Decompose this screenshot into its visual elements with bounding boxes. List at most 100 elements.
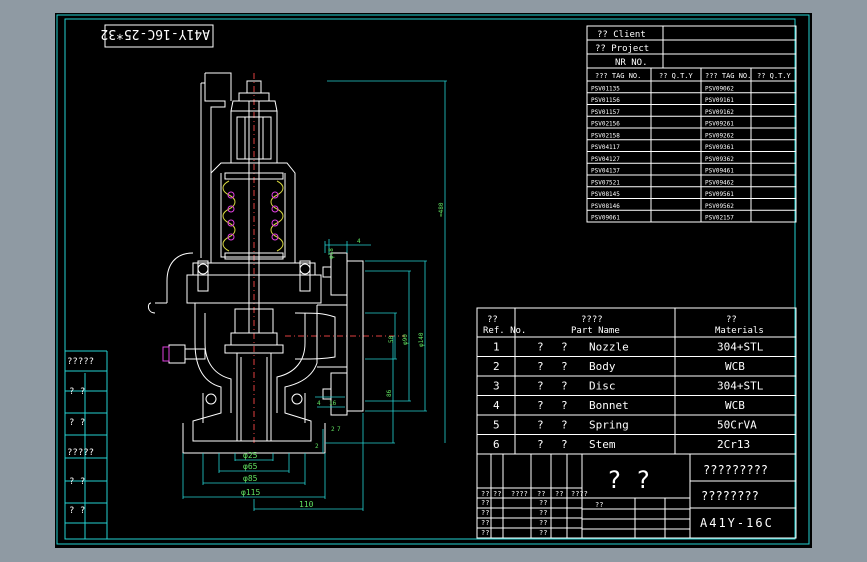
parts-q1: ?: [537, 380, 544, 393]
dim-l2: 2: [315, 443, 319, 450]
tag-header-3: ?? Q.T.Y: [757, 72, 792, 80]
dim-d90: φ90: [402, 334, 409, 345]
tag-left: PSV02156: [591, 121, 620, 128]
tag-table: ?? Client ?? Project NR NO. ??? TAG NO. …: [586, 25, 797, 223]
title-small-cell: ??: [537, 490, 545, 498]
drawing-svg: ????? ? ? ? ? ????? ? ? ? ? A41Y-16C-25*…: [56, 14, 810, 545]
tag-right: PSV09561: [705, 191, 734, 198]
inner-frame: [64, 18, 796, 540]
left-strip-3: ?????: [67, 448, 94, 458]
valve-drawing: [147, 72, 405, 454]
parts-ref: 1: [493, 341, 500, 354]
tag-right: PSV09462: [705, 179, 734, 186]
title-small-cell: ??: [493, 490, 501, 498]
title-model: A41Y-16C: [700, 516, 774, 530]
parts-material: WCB: [725, 360, 745, 373]
parts-ref: 5: [493, 419, 500, 432]
title-small-cell: ??: [539, 499, 547, 507]
title-small-cell: ??: [481, 529, 489, 537]
title-small-cell: ??: [481, 519, 489, 527]
title-big-mark: ? ?: [607, 466, 650, 494]
outer-frame: [56, 14, 810, 545]
tag-left: PSV02158: [591, 132, 620, 139]
header-client: ?? Client: [597, 30, 646, 40]
tag-right: PSV09262: [705, 132, 734, 139]
tag-left: PSV07521: [591, 179, 620, 186]
tag-left: PSV04117: [591, 144, 620, 151]
dim-h480: ≈480: [438, 202, 445, 217]
tag-right: PSV09062: [705, 85, 734, 92]
tag-right: PSV09461: [705, 168, 734, 175]
dim-d65: φ65: [243, 462, 258, 471]
title-small-cell: ??: [595, 501, 603, 509]
dim-d18: φ18: [328, 248, 335, 259]
parts-name: Spring: [589, 419, 629, 432]
parts-q2: ?: [561, 380, 568, 393]
parts-ref: 2: [493, 360, 500, 373]
title-small-cell: ??: [555, 490, 563, 498]
tag-right: PSV09361: [705, 144, 734, 151]
tag-right: PSV09162: [705, 109, 734, 116]
rotated-model-label: A41Y-16C-25*32: [100, 24, 214, 48]
tag-right: PSV09161: [705, 97, 734, 104]
parts-q1: ?: [537, 360, 544, 373]
tag-header-1: ?? Q.T.Y: [659, 72, 694, 80]
left-strip: ????? ? ? ? ? ????? ? ? ? ?: [65, 350, 108, 539]
parts-ref: 3: [493, 380, 500, 393]
dim-l4: 4: [317, 400, 321, 407]
dim-d50: 50: [388, 335, 395, 343]
title-small-cell: ??: [539, 509, 547, 517]
parts-head-name-2: Part Name: [571, 326, 620, 336]
parts-material: WCB: [725, 399, 745, 412]
left-strip-2: ? ?: [69, 418, 85, 428]
parts-q2: ?: [561, 399, 568, 412]
tag-right: PSV09261: [705, 121, 734, 128]
title-small-cell: ??: [481, 509, 489, 517]
title-small-cell: ????: [571, 490, 588, 498]
parts-name: Body: [589, 360, 616, 373]
parts-head-ref-1: ??: [487, 315, 498, 325]
parts-q2: ?: [561, 360, 568, 373]
tag-left: PSV04127: [591, 156, 620, 163]
parts-name: Disc: [589, 380, 616, 393]
title-small-cell: ??: [481, 490, 489, 498]
parts-q2: ?: [561, 341, 568, 354]
title-small-cell: ??: [539, 519, 547, 527]
title-small-cell: ??: [481, 499, 489, 507]
parts-ref: 4: [493, 399, 500, 412]
title-company: ?????????: [703, 463, 768, 477]
parts-table: ?? Ref. No. ???? Part Name ?? Materials …: [476, 307, 797, 455]
header-project: ?? Project: [595, 44, 649, 54]
tag-left: PSV01157: [591, 109, 620, 116]
left-strip-5: ? ?: [69, 506, 85, 516]
parts-head-ref-2: Ref. No.: [483, 326, 526, 336]
dim-d115: φ115: [241, 488, 260, 497]
title-small-cell: ????: [511, 490, 528, 498]
tag-right: PSV09362: [705, 156, 734, 163]
parts-name: Bonnet: [589, 399, 629, 412]
parts-material: 304+STL: [717, 380, 764, 393]
parts-head-mat-2: Materials: [715, 326, 764, 336]
tag-left: PSV01156: [591, 97, 620, 104]
tag-header-2: ??? TAG NO.: [705, 72, 751, 80]
drawing-canvas: ????? ? ? ? ? ????? ? ? ? ? A41Y-16C-25*…: [55, 13, 812, 548]
dim-d85: φ85: [243, 474, 258, 483]
parts-head-name-1: ????: [581, 315, 603, 325]
tag-left: PSV09061: [591, 215, 620, 222]
dim-h86: 86: [386, 389, 393, 397]
tag-left: PSV01135: [591, 85, 620, 92]
dimension-text: φ25 φ65 φ85 φ115 110 φ18 4 50 φ90 φ140 8…: [241, 202, 445, 509]
dim-l16: 16: [329, 400, 337, 407]
dim-d25: φ25: [243, 451, 258, 460]
dim-len110: 110: [299, 500, 314, 509]
left-strip-4: ? ?: [69, 477, 85, 487]
parts-material: 2Cr13: [717, 438, 750, 451]
title-block: ? ? ????????? ???????? A41Y-16C ????????…: [476, 453, 797, 539]
left-strip-1: ? ?: [69, 387, 85, 397]
dim-v2: 2: [331, 426, 335, 433]
title-drawing: ????????: [701, 489, 759, 503]
parts-q1: ?: [537, 399, 544, 412]
parts-ref: 6: [493, 438, 500, 451]
